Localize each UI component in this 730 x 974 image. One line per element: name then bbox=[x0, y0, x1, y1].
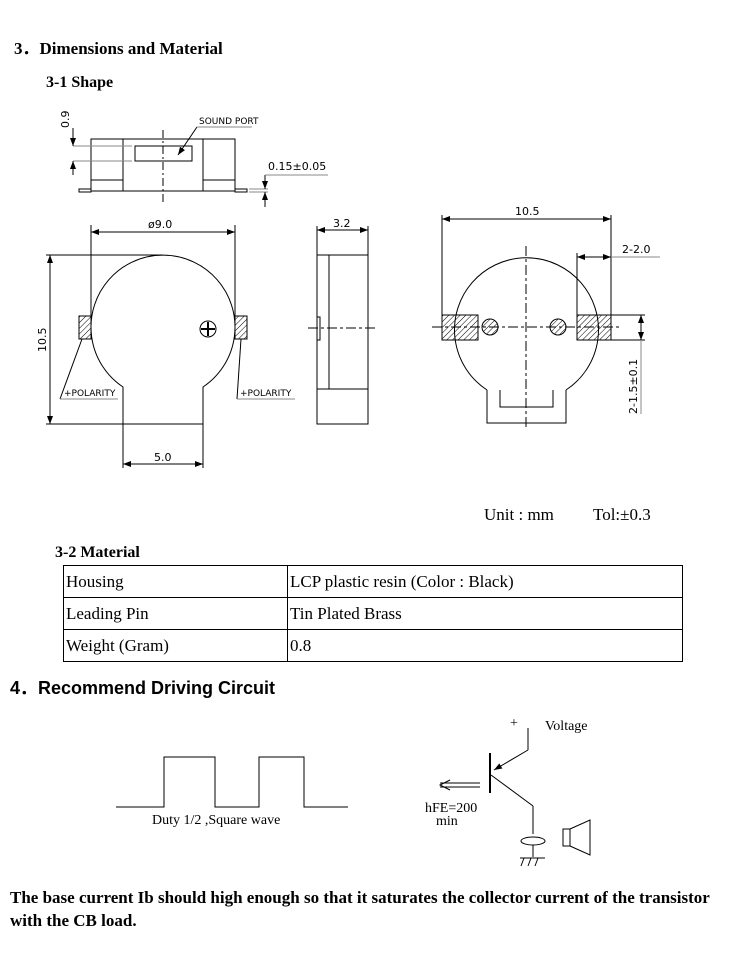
table-cell: Leading Pin bbox=[63, 597, 288, 630]
wave-label: Duty 1/2 ,Square wave bbox=[152, 813, 280, 828]
shape-subtitle: 3-1 Shape bbox=[46, 74, 114, 91]
sound-port-label: SOUND PORT bbox=[199, 117, 259, 127]
table-cell: Tin Plated Brass bbox=[287, 597, 683, 630]
side-view bbox=[308, 226, 376, 425]
bottom-view bbox=[432, 215, 660, 430]
table-cell: Weight (Gram) bbox=[63, 629, 288, 662]
tolerance-label: Tol:±0.3 bbox=[593, 505, 651, 524]
dim-thickness: 3.2 bbox=[333, 217, 351, 230]
voltage-label: Voltage bbox=[545, 719, 588, 734]
front-view bbox=[46, 225, 295, 468]
hfe-min-label: min bbox=[436, 814, 458, 829]
section-3-title: 3．Dimensions and Material bbox=[14, 39, 223, 58]
table-row: Weight (Gram)0.8 bbox=[63, 629, 683, 662]
dim-terminal-thickness: 0.15±0.05 bbox=[268, 160, 326, 173]
dim-bottom-width: 10.5 bbox=[515, 205, 540, 218]
hfe-label: hFE=200 bbox=[425, 801, 477, 816]
dim-height: 10.5 bbox=[36, 328, 49, 353]
table-cell: 0.8 bbox=[287, 629, 683, 662]
dim-diameter: ø9.0 bbox=[148, 218, 172, 231]
section-4-title: 4．Recommend Driving Circuit bbox=[10, 678, 276, 698]
table-cell: Housing bbox=[63, 565, 288, 598]
note-text: The base current Ib should high enough s… bbox=[10, 888, 710, 930]
unit-label: Unit : mm bbox=[484, 505, 554, 524]
dim-tab-width: 5.0 bbox=[154, 451, 172, 464]
plus-label: + bbox=[510, 716, 518, 731]
dim-pad-width: 2-2.0 bbox=[622, 243, 650, 256]
material-subtitle: 3-2 Material bbox=[55, 544, 140, 561]
dim-height-top: 0.9 bbox=[59, 111, 72, 129]
polarity-plus-icon bbox=[199, 320, 217, 338]
transistor-circuit bbox=[438, 728, 591, 867]
dim-pad-height: 2-1.5±0.1 bbox=[627, 359, 640, 414]
speaker-icon bbox=[562, 819, 591, 856]
side-view-top bbox=[70, 126, 328, 207]
table-cell: LCP plastic resin (Color : Black) bbox=[287, 565, 683, 598]
polarity-left-label: +POLARITY bbox=[64, 389, 116, 399]
square-wave bbox=[116, 756, 348, 808]
polarity-right-label: +POLARITY bbox=[240, 389, 292, 399]
coil-icon bbox=[520, 836, 546, 846]
